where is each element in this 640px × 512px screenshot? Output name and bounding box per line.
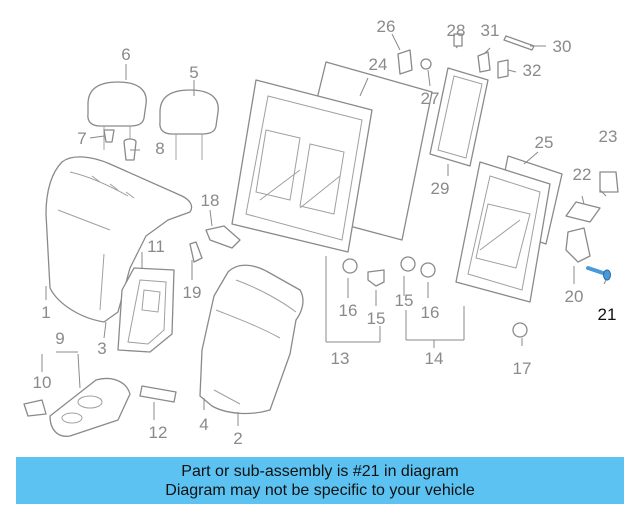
callout-28: 28 <box>447 21 466 40</box>
headrest-left-part <box>87 81 147 150</box>
callout-10: 10 <box>33 373 52 392</box>
callout-8: 8 <box>155 139 164 158</box>
bolt-21-part <box>586 266 611 281</box>
seat-frame-right-part <box>455 161 551 303</box>
callout-31: 31 <box>481 21 500 40</box>
callout-32: 32 <box>523 61 542 80</box>
hinge-part <box>565 227 591 263</box>
banner-line-2: Diagram may not be specific to your vehi… <box>165 481 475 499</box>
callout-19: 19 <box>183 283 202 302</box>
callout-22: 22 <box>573 165 592 184</box>
callout-12: 12 <box>149 423 168 442</box>
callout-14: 14 <box>425 349 444 368</box>
callout-25: 25 <box>535 133 554 152</box>
callout-1: 1 <box>41 303 50 322</box>
callout-16a: 16 <box>339 301 358 320</box>
seat-cushion-part <box>199 264 304 415</box>
callout-7: 7 <box>77 129 86 148</box>
info-banner: Part or sub-assembly is #21 in diagram D… <box>16 457 624 504</box>
callout-24: 24 <box>369 55 388 74</box>
backrest-cover-part <box>45 156 193 323</box>
armrest-part <box>23 377 131 437</box>
seat-frame-left-part <box>231 79 373 253</box>
armrest-frame-part <box>117 267 175 353</box>
callout-15a: 15 <box>367 309 386 328</box>
callout-27: 27 <box>421 89 440 108</box>
trim-strip-part <box>139 385 177 403</box>
callout-15b: 15 <box>395 291 414 310</box>
callout-6: 6 <box>121 45 130 64</box>
parts-diagram: 6 5 7 8 1 3 11 9 10 12 4 2 18 19 16 15 1… <box>23 17 619 448</box>
cover-cap-part <box>565 171 619 223</box>
callout-20: 20 <box>565 287 584 306</box>
bracket-part <box>189 225 241 263</box>
callout-30: 30 <box>553 37 572 56</box>
bushing-part <box>342 256 528 338</box>
callout-21: 21 <box>598 305 617 324</box>
callout-4: 4 <box>199 415 208 434</box>
callout-2: 2 <box>233 429 242 448</box>
callout-16b: 16 <box>421 303 440 322</box>
callout-13: 13 <box>331 349 350 368</box>
headrest-right-part <box>159 89 219 160</box>
banner-line-1: Part or sub-assembly is #21 in diagram <box>181 462 459 480</box>
small-hardware-part <box>397 33 535 79</box>
pad-part <box>429 67 489 167</box>
leader-lines <box>41 33 607 426</box>
callout-11: 11 <box>147 237 165 256</box>
callout-17: 17 <box>513 359 532 378</box>
callout-18: 18 <box>201 191 220 210</box>
callout-29: 29 <box>431 179 450 198</box>
callout-23: 23 <box>599 127 618 146</box>
callout-3: 3 <box>97 339 106 358</box>
headrest-guide-part <box>103 129 137 161</box>
callout-9: 9 <box>55 329 64 348</box>
callout-5: 5 <box>189 63 198 82</box>
callout-26: 26 <box>377 17 396 36</box>
